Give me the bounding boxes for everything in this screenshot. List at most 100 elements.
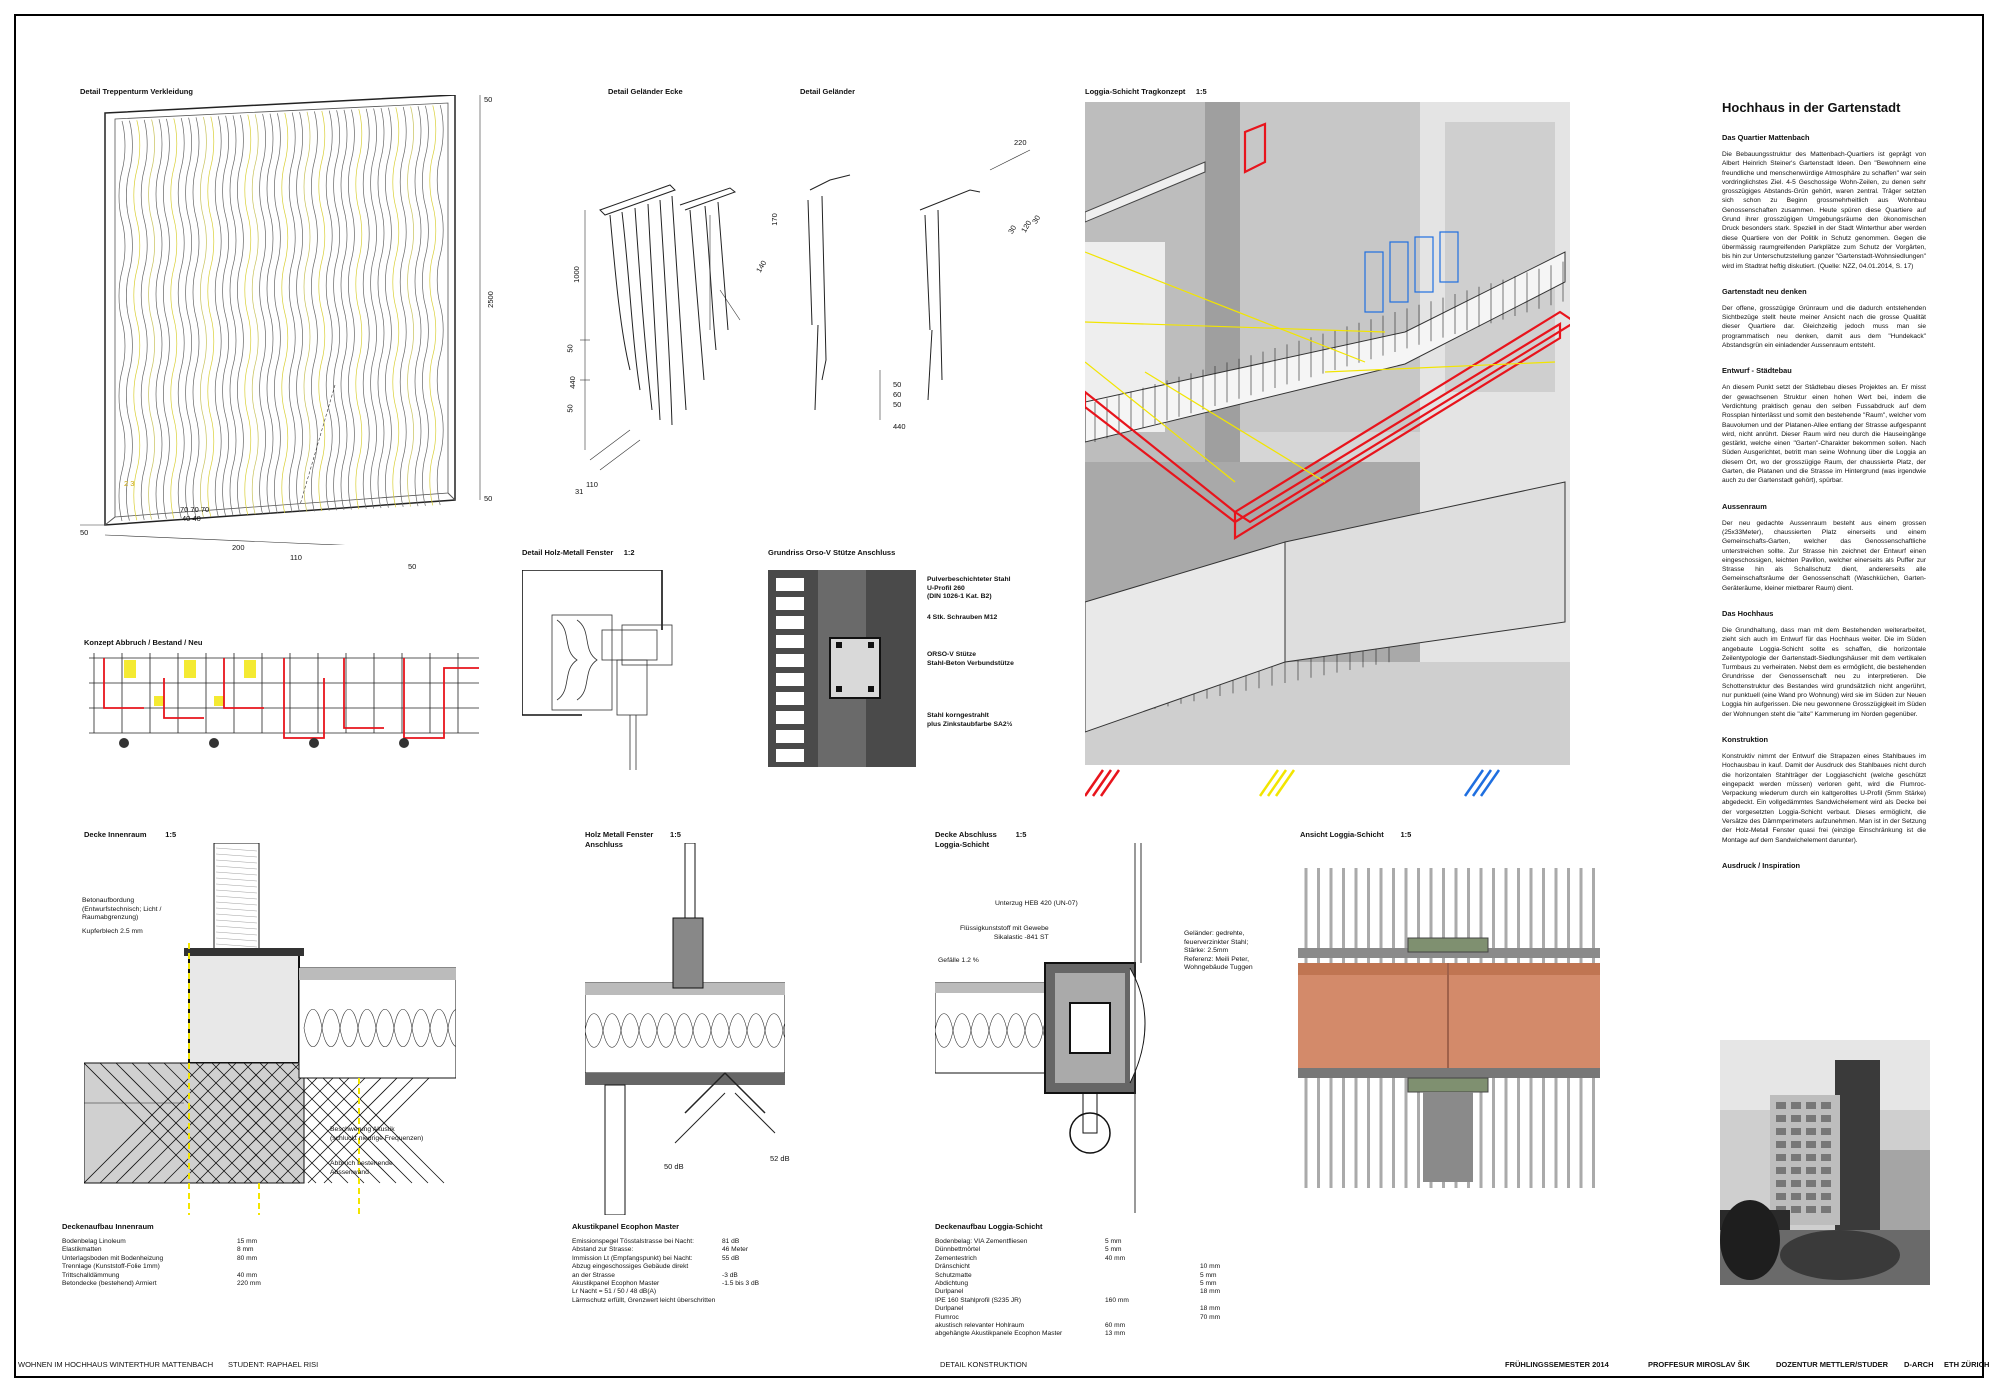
table-cell: Emissionspegel Tösstalstrasse bei Nacht:	[572, 1238, 694, 1245]
demolition-plan-drawing	[84, 648, 484, 763]
table-cell: Zementestrich	[935, 1254, 977, 1262]
note-gelaender-material: Geländer: gedrehte, feuerverzinkter Stah…	[1184, 930, 1253, 972]
table-cell: 70 mm	[1200, 1313, 1221, 1321]
table-cell	[1200, 1297, 1260, 1305]
table-cell: Abzug eingeschossiges Gebäude direkt	[572, 1263, 689, 1271]
section-paragraph: Die Bebauungsstruktur des Mattenbach-Qua…	[1722, 151, 1926, 270]
table-cell: Dünnbettmörtel	[935, 1246, 981, 1254]
section-heading: Ausdruck / Inspiration	[1722, 860, 1801, 870]
table-cell	[1200, 1246, 1260, 1254]
table-row: abgehängte Akustikpanele Ecophon Master 1…	[935, 1330, 1260, 1338]
note-u-profil: Pulverbeschichteter Stahl U-Profil 260 (…	[927, 576, 1011, 601]
inspiration-photo	[1720, 1040, 1930, 1285]
table-cell	[722, 1288, 802, 1296]
table-cell: 18 mm	[1200, 1305, 1221, 1313]
label-gelaender: Detail Geländer	[800, 87, 856, 96]
table-cell	[1105, 1272, 1200, 1280]
dim-1000: 1000	[571, 266, 581, 283]
text-column: Hochhaus in der Gartenstadt Das Quartier…	[1722, 100, 1926, 878]
table-cell: IPE 160 Stahlprofil (S235 JR)	[935, 1296, 1022, 1304]
dim-440-a: 440	[567, 376, 577, 389]
table-cell: Elastikmatten	[62, 1246, 102, 1254]
table-cell: Betondecke (bestehend) Armiert	[62, 1280, 157, 1288]
note-betonaufbordung: Betonaufbordung (Entwurfstechnisch; Lich…	[82, 897, 162, 922]
label-holz-metall: Detail Holz-Metall Fenster 1:2	[522, 548, 635, 557]
section-ceiling-interior	[84, 843, 456, 1215]
label-ansicht-loggia: Ansicht Loggia-Schicht 1:5	[1300, 830, 1412, 839]
table-cell: 60 mm	[1105, 1322, 1126, 1330]
table-cell: Lr Nacht = 51 / 50 / 48 dB(A)	[572, 1288, 657, 1296]
table-cell: Trennlage (Kunststoff-Folie 1mm)	[62, 1263, 160, 1271]
table-row: an der Strasse-3 dB	[572, 1272, 802, 1280]
section-heading: Das Hochhaus	[1722, 608, 1774, 618]
dim-110: 110	[290, 553, 302, 562]
section-heading: Konstruktion	[1722, 734, 1768, 744]
table-cell: Lärmschutz erfüllt, Grenzwert leicht übe…	[572, 1296, 716, 1304]
label-abbruch: Konzept Abbruch / Bestand / Neu	[84, 638, 203, 647]
table-cell: Abdichtung	[935, 1280, 968, 1288]
table-row: Akustikpanel Ecophon Master -1.5 bis 3 dB	[572, 1280, 802, 1288]
table-row: Dünnbettmörtel 5 mm	[935, 1246, 1260, 1254]
table-cell: abgehängte Akustikpanele Ecophon Master	[935, 1330, 1063, 1338]
section-loggia-edge	[935, 843, 1146, 1213]
table-cell: 5 mm	[1105, 1246, 1122, 1254]
table-cell	[1105, 1314, 1200, 1322]
note-orso-stuetze: ORSO-V Stütze Stahl-Beton Verbundstütze	[927, 651, 1014, 667]
dim-50-top: 50	[484, 95, 493, 104]
dim-60: 60	[893, 390, 902, 399]
table-innen-title: Deckenaufbau Innenraum	[62, 1222, 154, 1231]
table-row: Lr Nacht = 51 / 50 / 48 dB(A)	[572, 1288, 802, 1296]
railing-detail-drawing	[580, 149, 1031, 471]
table-row: Abzug eingeschossiges Gebäude direkt	[572, 1263, 802, 1271]
dim-220: 220	[1014, 138, 1027, 147]
table-row: Emissionspegel Tösstalstrasse bei Nacht:…	[572, 1238, 802, 1246]
table-cell: an der Strasse	[572, 1271, 615, 1279]
table-cell: Trittschalldämmung	[62, 1271, 120, 1279]
sheet-frame	[14, 14, 1984, 1378]
table-cell: 8 mm	[237, 1246, 254, 1254]
section-paragraph: Die Grundhaltung, dass man mit dem Beste…	[1722, 626, 1926, 718]
label-decke-abschluss-2: Loggia-Schicht	[935, 840, 990, 849]
table-row: IPE 160 Stahlprofil (S235 JR)160 mm	[935, 1297, 1260, 1305]
table-cell: akustisch relevanter Hohlraum	[935, 1322, 1025, 1330]
note-schrauben: 4 Stk. Schrauben M12	[927, 614, 998, 621]
footer-project: WOHNEN IM HOCHHAUS WINTERTHUR MATTENBACH	[18, 1360, 214, 1369]
dim-50-right: 50	[408, 562, 417, 571]
dim-2-3: 2 3	[124, 479, 135, 488]
table-cell: Abstand zur Strasse:	[572, 1246, 634, 1254]
table-cell	[1200, 1322, 1260, 1330]
dim-50-left: 50	[80, 528, 89, 537]
dim-50-e: 50	[565, 344, 575, 353]
dim-31: 31	[575, 487, 584, 496]
table-cell: 5 mm	[1105, 1238, 1122, 1245]
note-unterzug: Unterzug HEB 420 (UN-07)	[995, 900, 1078, 907]
dim-70-70-70: 70 70 70	[180, 505, 210, 514]
section-window-connection	[585, 843, 785, 1215]
section-heading: Das Quartier Mattenbach	[1722, 133, 1810, 142]
dim-50-bottom: 50	[484, 494, 493, 503]
table-row: Trittschalldämmung 40 mm	[62, 1272, 307, 1280]
table-cell: 80 mm	[237, 1254, 258, 1262]
table-cell: 15 mm	[237, 1238, 258, 1245]
section-paragraph: Konstruktiv nimmt der Entwurf die Strapa…	[1722, 752, 1926, 844]
table-row: Immission Lt (Empfangspunkt) bei Nacht:5…	[572, 1255, 802, 1263]
table-cell: 5 mm	[1200, 1271, 1217, 1279]
table-cell: -1.5 bis 3 dB	[722, 1280, 760, 1288]
table-row: Abstand zur Strasse:46 Meter	[572, 1246, 802, 1254]
table-cell: Akustikpanel Ecophon Master	[572, 1280, 660, 1288]
dim-200: 200	[232, 543, 245, 552]
section-paragraph: Der neu gedachte Aussenraum besteht aus …	[1722, 519, 1926, 592]
dim-50-h: 50	[893, 400, 902, 409]
table-cell	[722, 1297, 802, 1305]
text-title: Hochhaus in der Gartenstadt	[1722, 100, 1901, 115]
table-cell: 13 mm	[1105, 1330, 1126, 1338]
column-plan-drawing	[768, 570, 916, 767]
label-gelaender-ecke: Detail Geländer Ecke	[608, 87, 683, 96]
table-cell	[1200, 1255, 1260, 1263]
table-cell: 40 mm	[237, 1271, 258, 1279]
